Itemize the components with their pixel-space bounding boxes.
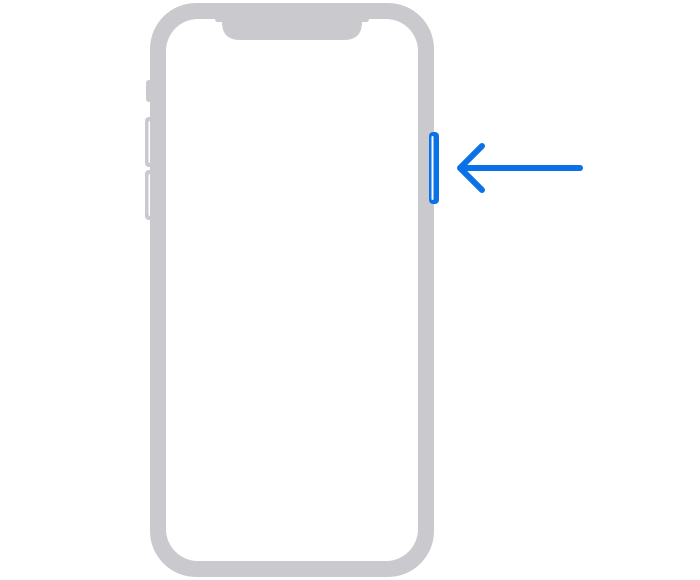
device-notch [215,19,369,40]
device-screen [166,19,418,561]
side-button [429,132,439,204]
arrow-head [457,143,485,193]
side-button-inner [431,136,434,200]
arrow-left-icon [457,143,583,193]
